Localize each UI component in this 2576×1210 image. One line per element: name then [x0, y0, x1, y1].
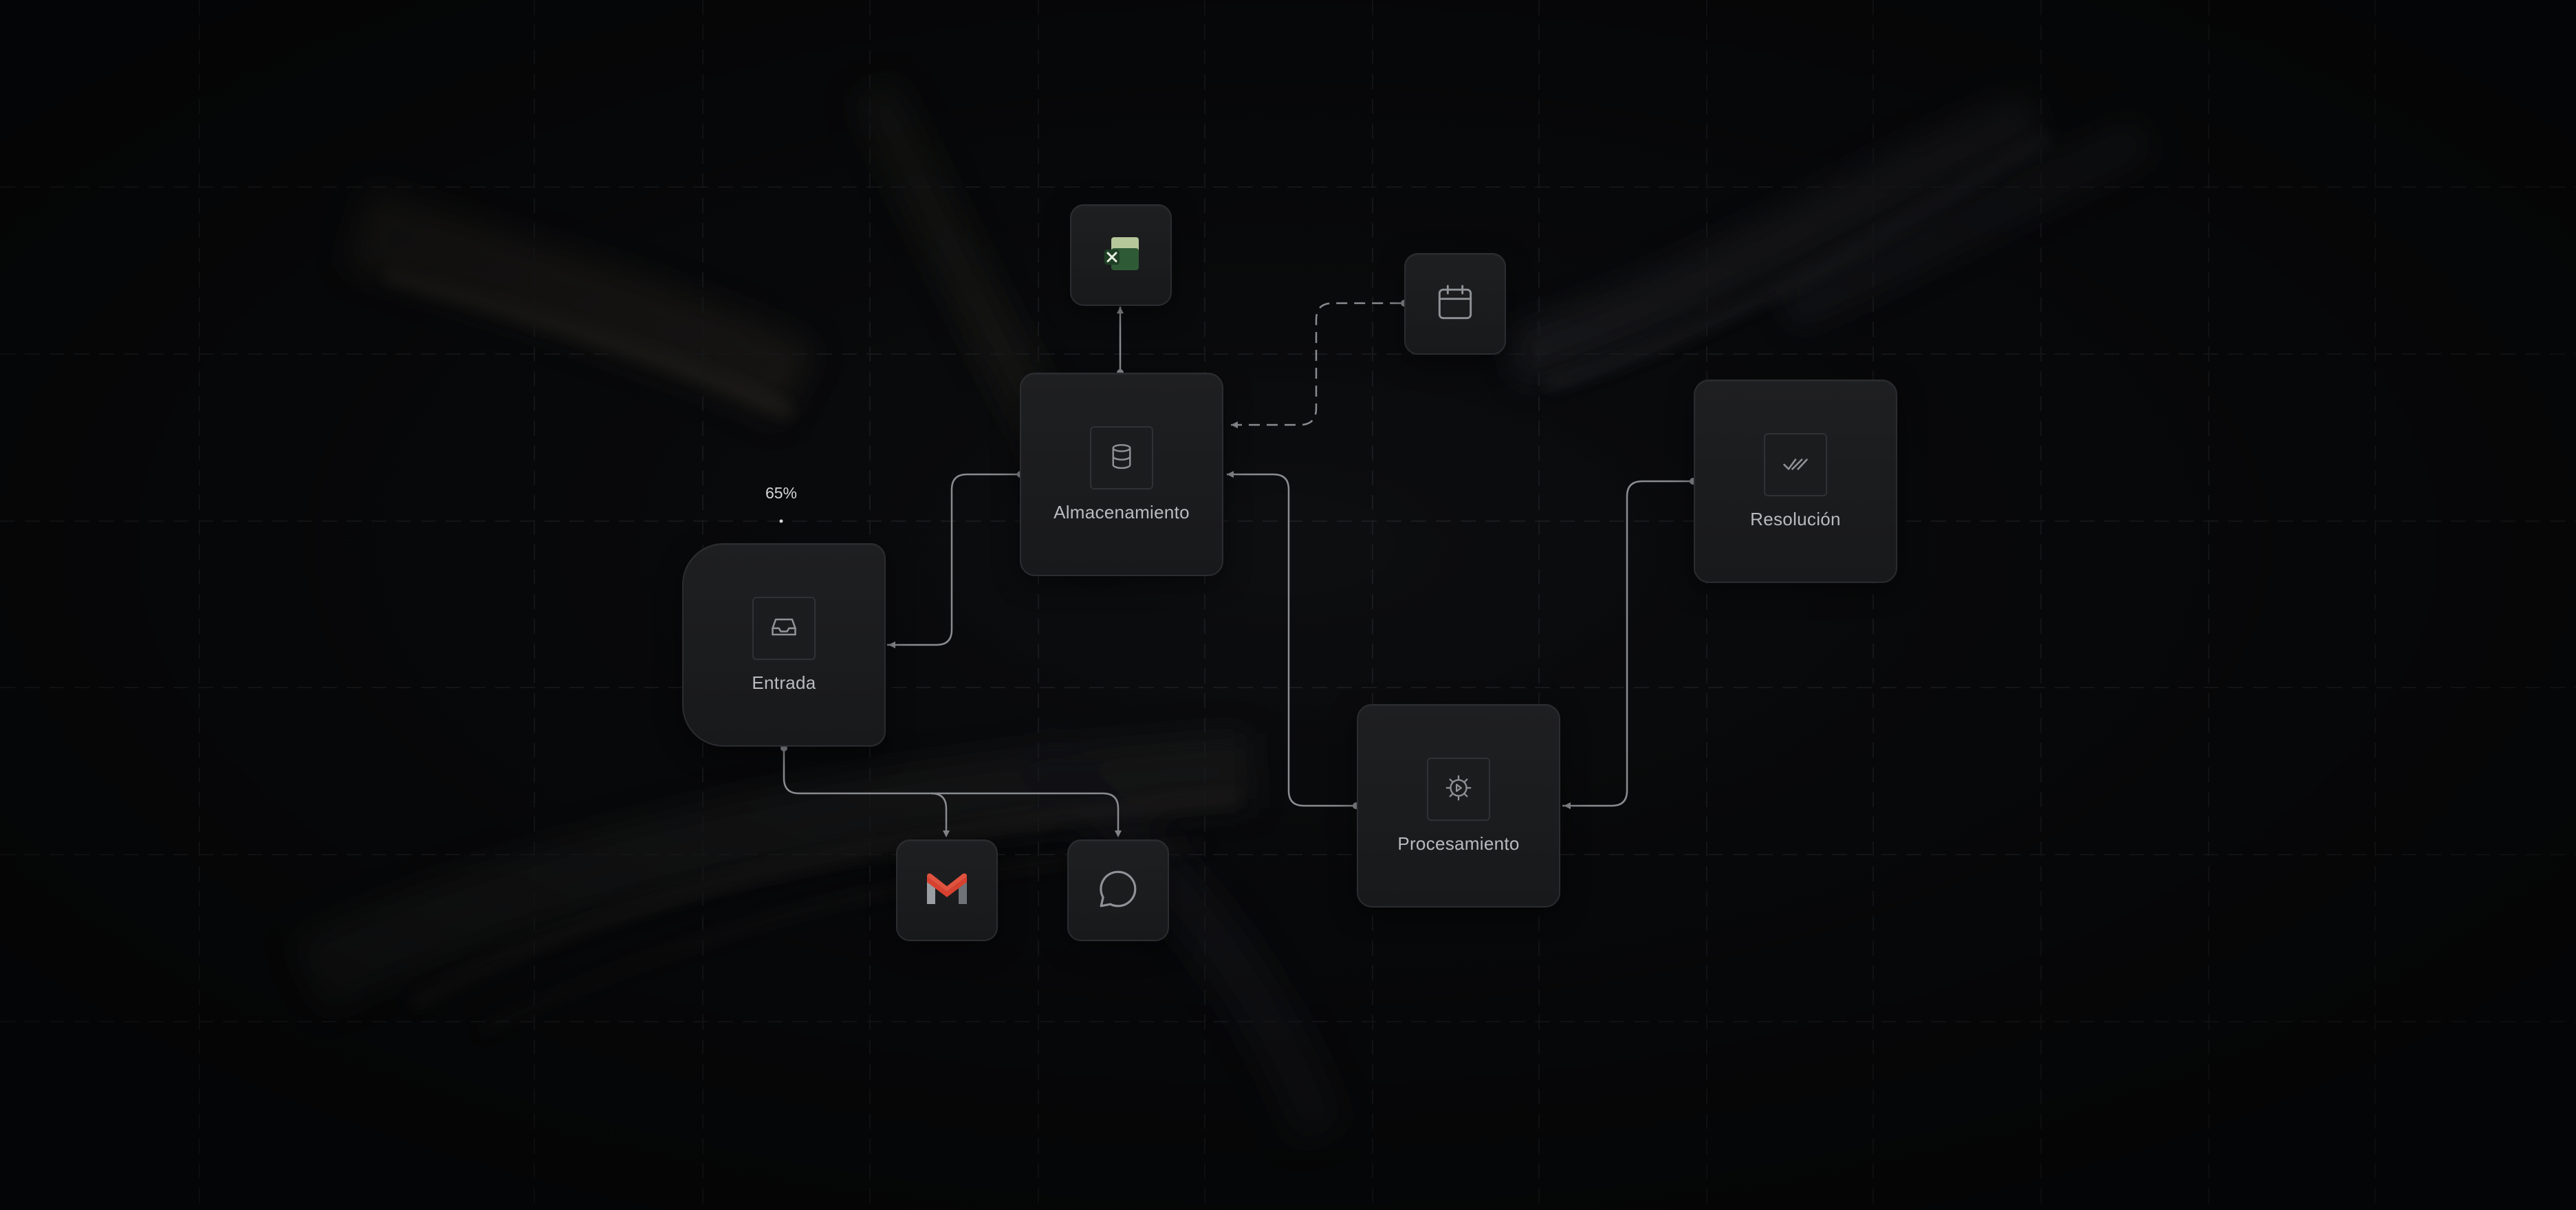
- node-resolucion[interactable]: Resolución: [1694, 380, 1897, 583]
- node-almacenamiento[interactable]: Almacenamiento: [1020, 373, 1223, 576]
- node-procesamiento-icon-box: [1427, 758, 1490, 821]
- database-icon: [1107, 442, 1136, 474]
- node-resolucion-icon-box: [1764, 433, 1827, 496]
- double-check-icon: [1780, 448, 1811, 482]
- node-procesamiento[interactable]: Procesamiento: [1357, 704, 1560, 908]
- node-almacenamiento-icon-box: [1090, 426, 1153, 490]
- integration-calendar[interactable]: [1404, 253, 1506, 355]
- chat-bubble-icon: [1094, 865, 1142, 916]
- gmail-icon: [924, 870, 970, 912]
- integration-gmail[interactable]: [896, 839, 998, 941]
- node-resolucion-label: Resolución: [1750, 509, 1841, 529]
- gear-play-icon: [1443, 772, 1474, 807]
- node-entrada-icon-box: [752, 597, 816, 660]
- node-almacenamiento-label: Almacenamiento: [1054, 502, 1190, 522]
- inbox-icon: [769, 612, 799, 646]
- node-entrada-label: Entrada: [752, 672, 816, 693]
- node-entrada[interactable]: Entrada: [682, 543, 886, 747]
- integration-chat[interactable]: [1067, 839, 1169, 941]
- node-procesamiento-label: Procesamiento: [1397, 833, 1520, 854]
- integration-excel[interactable]: [1070, 204, 1172, 306]
- progress-percent-label: 65%: [765, 484, 798, 502]
- calendar-icon: [1433, 280, 1477, 328]
- excel-icon: [1100, 233, 1142, 278]
